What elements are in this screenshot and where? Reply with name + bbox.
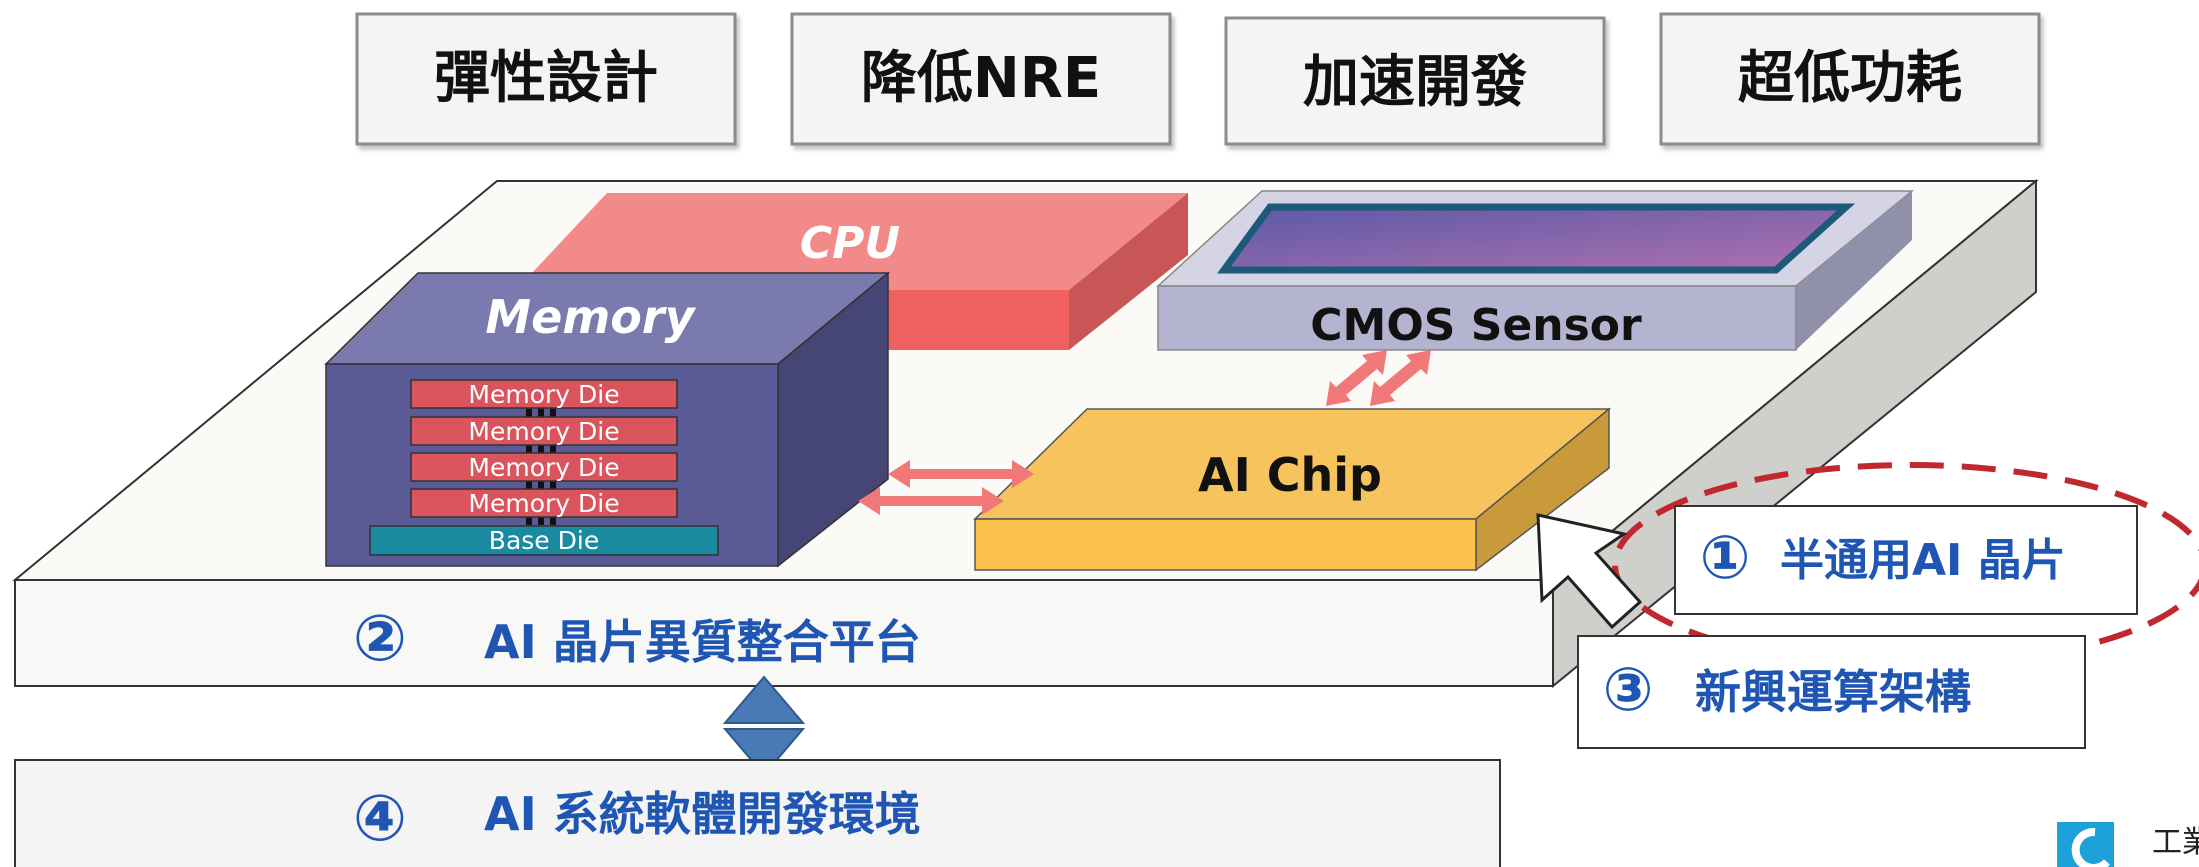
base-die: Base Die — [369, 525, 719, 556]
callout-1: ① 半通用AI 晶片 — [1674, 505, 2138, 615]
callout-3-number: ③ — [1603, 655, 1654, 725]
benefit-box-2: 降低NRE — [790, 12, 1172, 146]
base-die-label: Base Die — [489, 526, 599, 555]
callout-1-text: 半通用AI 晶片 — [1780, 535, 2066, 586]
callout-3: ③ 新興運算架構 — [1577, 635, 2086, 749]
memory-label: Memory — [485, 290, 696, 344]
ai-chip-block: AI Chip — [973, 407, 1612, 572]
benefit-label-1: 彈性設計 — [434, 46, 658, 111]
memory-die-label: Memory Die — [468, 453, 619, 482]
memory-die-label: Memory Die — [468, 417, 619, 446]
callout-2: ② AI 晶片異質整合平台 — [353, 602, 921, 676]
callout-2-text: AI 晶片異質整合平台 — [484, 615, 921, 669]
benefit-label-4: 超低功耗 — [1738, 46, 1962, 111]
sensor-ai-link-arrows — [1326, 350, 1431, 406]
logo-mark — [2057, 822, 2114, 867]
benefit-box-3: 加速開發 — [1224, 16, 1606, 146]
tsv-connectors — [526, 408, 556, 525]
platform-software-link-arrow — [722, 675, 806, 777]
software-environment-box: ④ AI 系統軟體開發環境 — [14, 759, 1501, 867]
memory-die-4: Memory Die — [410, 488, 678, 518]
cmos-sensor-block: CMOS Sensor — [1156, 190, 1915, 351]
benefit-label-3: 加速開發 — [1303, 50, 1527, 115]
benefit-box-1: 彈性設計 — [355, 12, 737, 146]
ai-chip-label: AI Chip — [1198, 448, 1382, 502]
callout-4-number: ④ — [353, 782, 407, 856]
callout-3-text: 新興運算架構 — [1695, 665, 1971, 719]
memory-die-2: Memory Die — [410, 416, 678, 446]
sensor-array — [1217, 203, 1856, 274]
memory-ai-link-arrows — [858, 460, 1034, 515]
pointer-arrow — [1536, 513, 1643, 630]
memory-die-1: Memory Die — [410, 379, 678, 409]
callout-2-number: ② — [353, 602, 407, 676]
memory-die-label: Memory Die — [468, 380, 619, 409]
cmos-sensor-label: CMOS Sensor — [1310, 300, 1642, 351]
memory-die-3: Memory Die — [410, 452, 678, 482]
benefit-label-2: 降低NRE — [861, 46, 1101, 111]
cpu-label: CPU — [800, 218, 900, 269]
callout-4-text: AI 系統軟體開發環境 — [484, 787, 921, 841]
logo-text: 工業 — [2152, 825, 2199, 860]
organization-logo: 工業 — [2057, 822, 2199, 867]
benefit-box-4: 超低功耗 — [1659, 12, 2041, 146]
memory-die-label: Memory Die — [468, 489, 619, 518]
memory-block: Memory Memory Die Memory Die Memory Die … — [324, 271, 891, 568]
callout-1-number: ① — [1700, 523, 1751, 593]
